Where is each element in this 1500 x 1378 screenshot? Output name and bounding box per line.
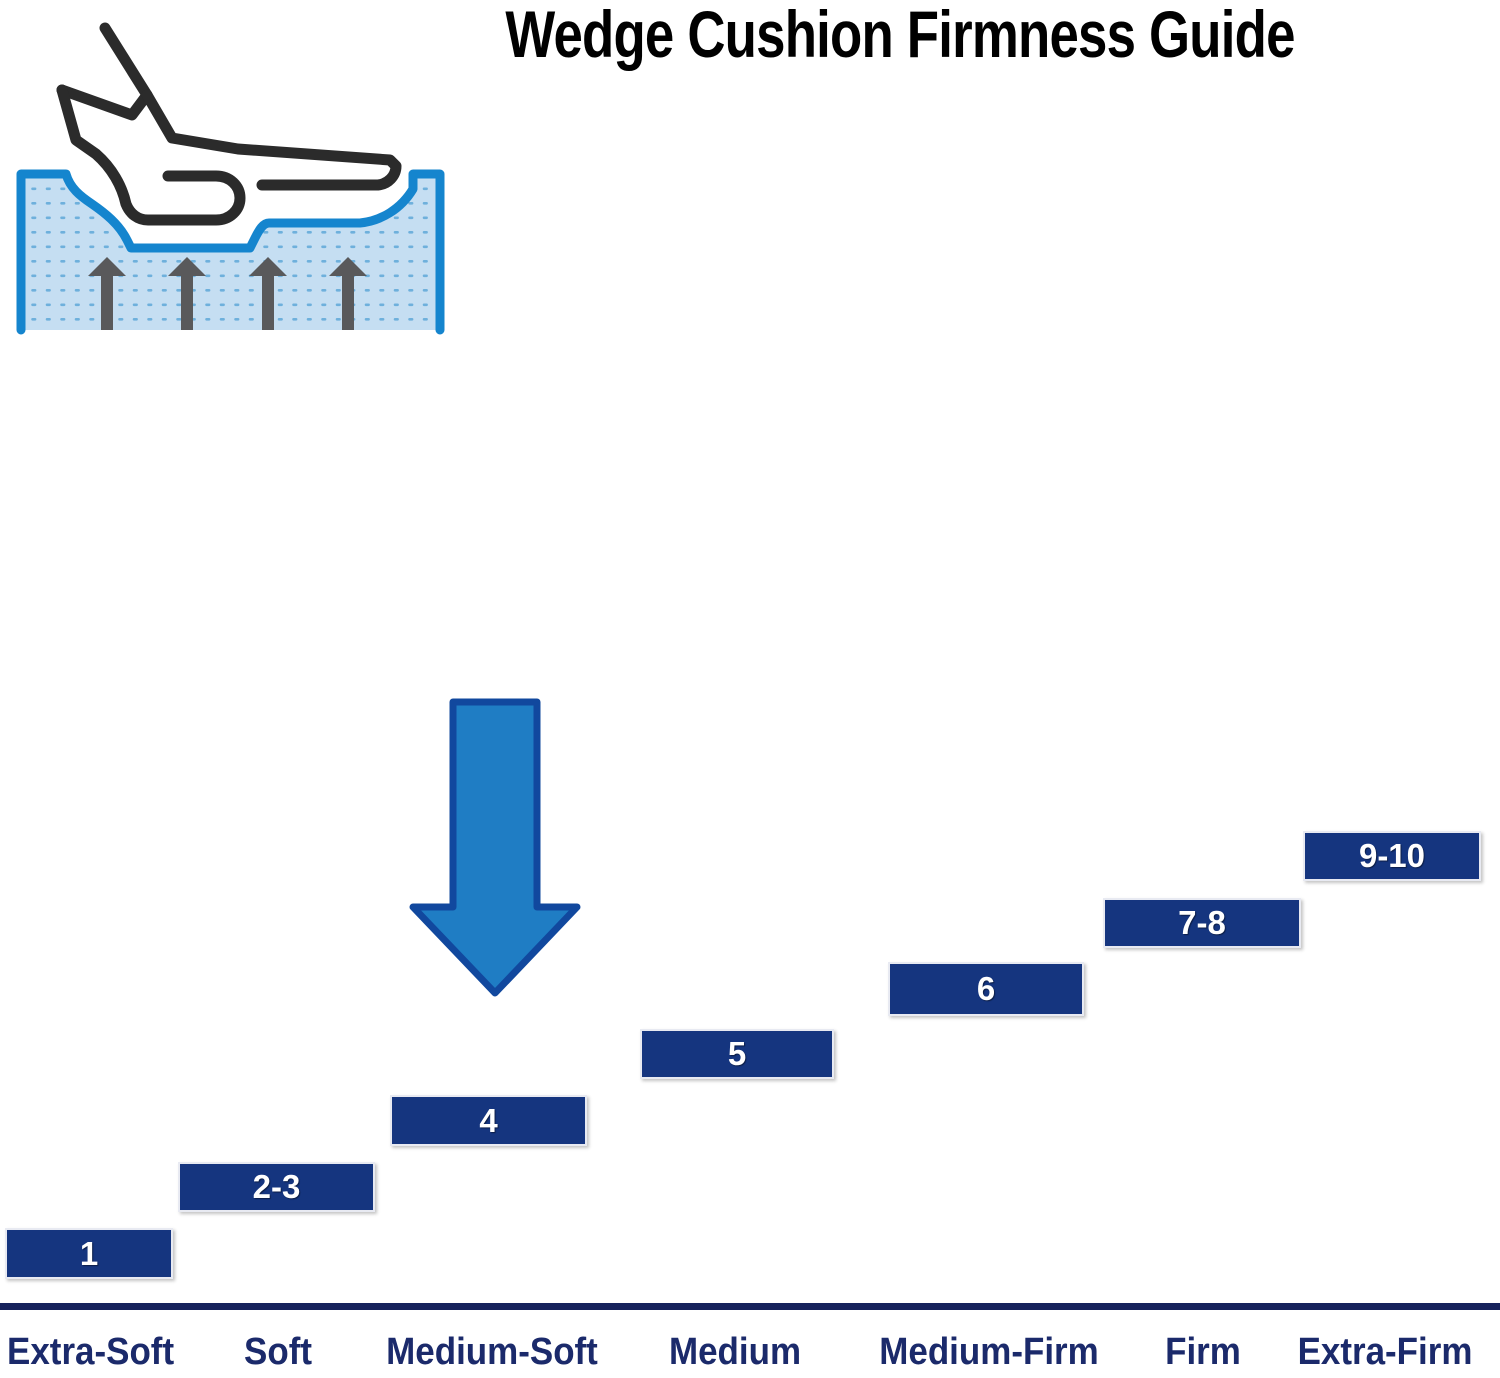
axis-label-extra-soft: Extra-Soft [7, 1331, 175, 1373]
axis-baseline [0, 1303, 1500, 1310]
axis-label-soft: Soft [244, 1331, 312, 1373]
bar-soft[interactable]: 2-3 [178, 1162, 375, 1212]
wedge-cushion-compression-diagram [16, 22, 445, 335]
cushion-outline [16, 169, 445, 335]
leg-foot-outline [56, 22, 402, 226]
support-arrow-group [88, 257, 367, 330]
bar-extra-firm[interactable]: 9-10 [1303, 831, 1481, 881]
selection-arrow-icon [409, 698, 581, 997]
axis-label-extra-firm: Extra-Firm [1297, 1331, 1473, 1373]
axis-label-medium-soft: Medium-Soft [386, 1331, 598, 1373]
upward-support-arrow [168, 257, 206, 330]
axis-label-firm: Firm [1165, 1331, 1241, 1373]
upward-support-arrow [249, 257, 287, 330]
bar-medium-firm[interactable]: 6 [888, 962, 1084, 1016]
bar-extra-soft[interactable]: 1 [5, 1228, 173, 1279]
upward-support-arrow [88, 257, 126, 330]
axis-label-medium-firm: Medium-Firm [879, 1331, 1099, 1373]
bar-medium-soft[interactable]: 4 [390, 1095, 587, 1146]
bar-firm[interactable]: 7-8 [1103, 898, 1301, 948]
page-title: Wedge Cushion Firmness Guide [505, 0, 1295, 71]
axis-label-medium: Medium [668, 1331, 802, 1373]
upward-support-arrow [329, 257, 367, 330]
bar-medium[interactable]: 5 [640, 1029, 834, 1079]
